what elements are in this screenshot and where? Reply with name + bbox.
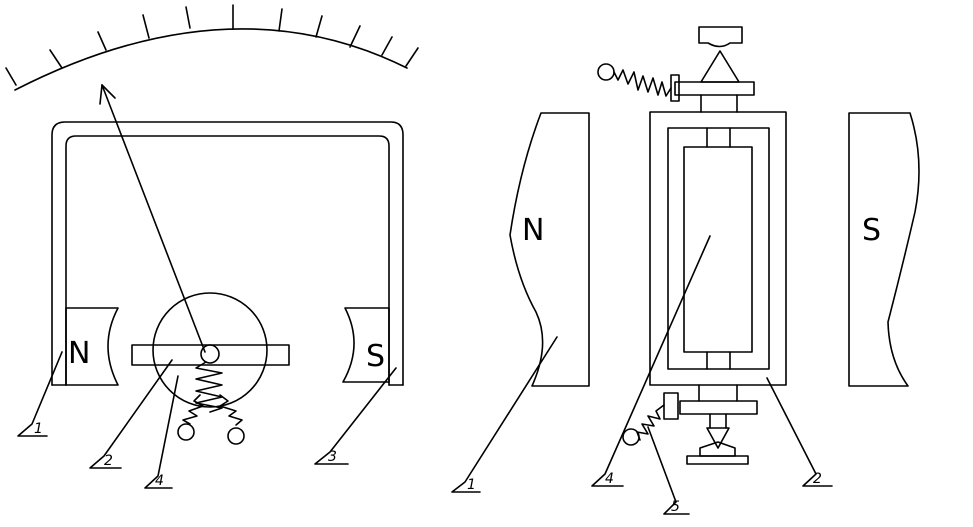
left-leader-lines <box>17 351 397 489</box>
north-magnet-label: N <box>522 213 544 248</box>
bottom-spring <box>622 404 665 446</box>
top-spring <box>597 63 672 97</box>
right-label-2: 2 <box>813 471 822 487</box>
south-pole-label: S <box>366 339 385 374</box>
left-label-2: 2 <box>104 453 113 469</box>
north-magnet-block: N <box>509 112 590 387</box>
coil-assembly <box>131 292 290 408</box>
right-label-4: 4 <box>605 471 614 487</box>
bottom-pivot-assembly <box>663 384 758 465</box>
pointer-needle <box>99 84 206 353</box>
south-magnet-label: S <box>862 213 881 248</box>
left-label-3: 3 <box>328 449 337 465</box>
left-label-4: 4 <box>155 473 164 489</box>
left-figure: N S <box>5 4 419 489</box>
scale-arc <box>5 4 419 91</box>
north-pole-label: N <box>68 336 90 371</box>
u-magnet-frame <box>51 121 404 386</box>
south-pole-piece: S <box>342 307 390 383</box>
coil-frame <box>649 111 787 386</box>
south-magnet-block: S <box>848 112 920 387</box>
hair-springs <box>177 361 245 445</box>
right-figure: N S <box>451 26 920 515</box>
north-pole-piece: N <box>65 307 119 386</box>
top-pivot-assembly <box>670 26 755 113</box>
right-label-1: 1 <box>467 477 476 493</box>
right-leader-lines <box>451 235 833 515</box>
right-label-5: 5 <box>671 499 680 515</box>
left-label-1: 1 <box>34 421 43 437</box>
